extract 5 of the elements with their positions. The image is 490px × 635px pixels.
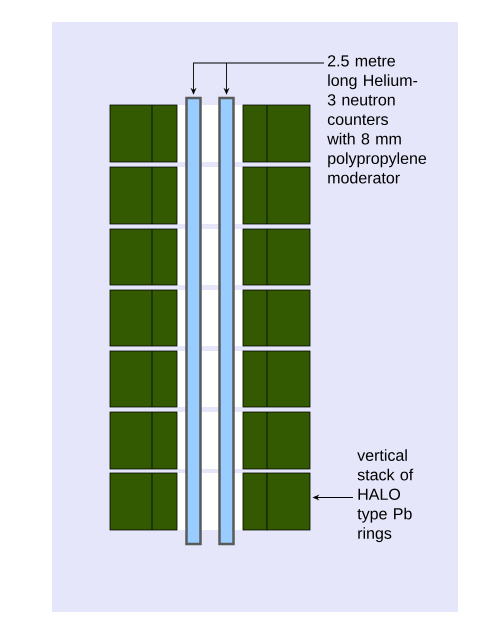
counter-tube (218, 96, 235, 546)
ring-block (266, 472, 310, 530)
label-text: vertical stack of HALO type Pb rings (357, 449, 414, 542)
label-text: 2.5 metre long Helium-3 neutron counters with 8 mm polypropylene moderator (327, 55, 426, 184)
counter-tube (185, 96, 202, 546)
